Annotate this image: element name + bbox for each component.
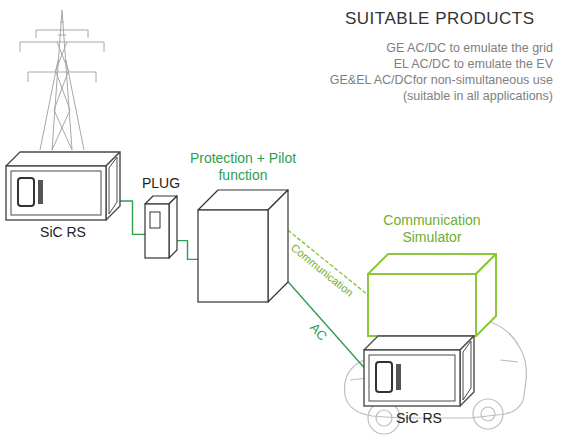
box-front: [364, 350, 460, 406]
edge-label: Communication: [287, 240, 357, 300]
box-front: [145, 204, 169, 258]
box-side: [476, 254, 496, 336]
product-note: EL AC/DC to emulate the EV: [330, 56, 553, 72]
node-label: Protection + Pilot function: [187, 150, 299, 190]
node: PLUG: [142, 171, 180, 258]
box-top: [368, 254, 496, 274]
power-pylon: [20, 10, 104, 150]
panel-handle: [38, 180, 43, 204]
box-front: [198, 210, 268, 302]
box-top: [6, 152, 120, 166]
product-note: (suitable in all applications): [330, 88, 553, 104]
box-side: [169, 196, 177, 258]
product-note: GE AC/DC to emulate the grid: [330, 40, 553, 56]
box-outline: [364, 336, 474, 406]
box-side: [106, 152, 120, 220]
node-label: SiC RS: [40, 220, 86, 245]
product-list: GE AC/DC to emulate the gridEL AC/DC to …: [330, 40, 553, 104]
power-cabinet: [6, 152, 120, 220]
box-top: [364, 336, 474, 350]
device-box: [198, 190, 288, 302]
node: Communication Simulator: [368, 212, 496, 336]
product-note: GE&EL AC/DCfor non-simultaneous use: [330, 72, 553, 88]
plug-box: [145, 196, 177, 258]
box-front: [368, 274, 476, 336]
box-outline: [368, 254, 496, 336]
connector: [120, 201, 145, 234]
panel-door: [18, 178, 34, 206]
box-side: [460, 336, 474, 406]
connector: [288, 230, 368, 295]
panel-handle: [396, 364, 401, 390]
title: SUITABLE PRODUCTS: [345, 9, 535, 29]
node-label: PLUG: [142, 171, 180, 196]
device-box: [368, 254, 496, 336]
side-panel: [463, 341, 471, 400]
node-label: Communication Simulator: [370, 212, 495, 254]
plug-socket: [150, 212, 160, 228]
node: SiC RS: [6, 152, 120, 245]
connector: [177, 241, 198, 260]
node-label: SiC RS: [396, 406, 442, 431]
side-panel: [109, 157, 117, 214]
front-panel: [369, 355, 455, 401]
box-front: [6, 166, 106, 220]
box-outline: [198, 190, 288, 302]
power-cabinet: [364, 336, 474, 406]
box-side: [268, 190, 288, 302]
box-outline: [6, 152, 120, 220]
edge-label: AC: [305, 319, 330, 345]
node: SiC RS: [364, 336, 474, 431]
front-panel: [11, 171, 101, 215]
node: Protection + Pilot function: [187, 150, 299, 302]
panel-door: [376, 362, 392, 392]
box-outline: [145, 196, 177, 258]
